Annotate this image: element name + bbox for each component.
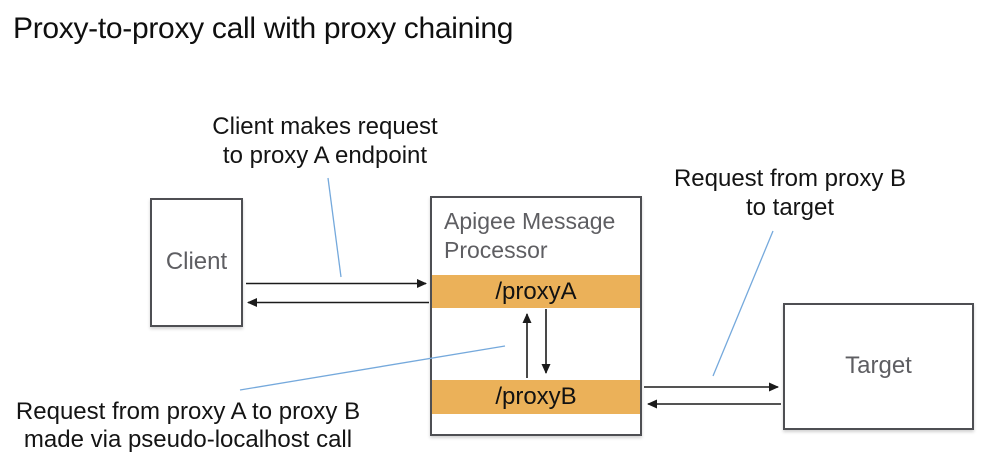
proxy-a-band: /proxyA — [432, 275, 640, 308]
message-processor-box: Apigee Message Processor /proxyA /proxyB — [430, 196, 642, 436]
annotation-line-1: Request from proxy B — [673, 165, 907, 192]
client-label: Client — [165, 247, 228, 275]
annotation-line-2: to target — [745, 194, 835, 221]
pointer-line-client-request — [327, 177, 342, 278]
client-box: Client — [150, 198, 243, 327]
annotation-line-2: made via pseudo-localhost call — [23, 426, 353, 453]
target-label: Target — [845, 351, 912, 379]
pointer-line-proxyb-target — [712, 230, 774, 377]
annotation-client-request: Client makes request to proxy A endpoint — [175, 112, 475, 170]
annotation-line-2: to proxy A endpoint — [222, 142, 428, 169]
page-title: Proxy-to-proxy call with proxy chaining — [13, 12, 514, 45]
annotation-line-1: Request from proxy A to proxy B — [15, 398, 361, 425]
message-processor-label: Apigee Message Processor — [444, 208, 616, 263]
proxy-a-label: /proxyA — [495, 277, 577, 305]
annotation-line-1: Client makes request — [212, 113, 438, 140]
annotation-proxya-to-proxyb: Request from proxy A to proxy B made via… — [8, 398, 368, 454]
proxy-b-band: /proxyB — [432, 380, 640, 414]
annotation-proxyb-to-target: Request from proxy B to target — [640, 164, 940, 222]
proxy-b-label: /proxyB — [495, 383, 577, 410]
target-box: Target — [783, 303, 974, 430]
